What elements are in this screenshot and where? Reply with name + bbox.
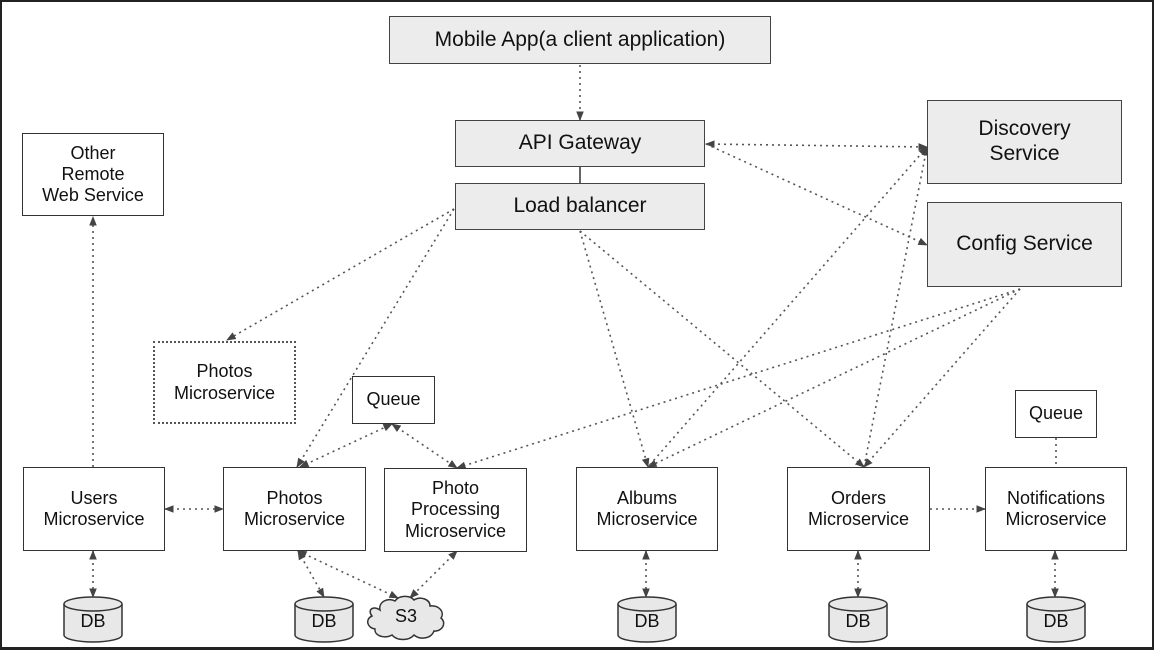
api-gateway-node: API Gateway (455, 120, 705, 167)
edge-lb-albums (579, 230, 650, 468)
load-balancer-node: Load balancer (455, 183, 705, 230)
albums-microservice-node: Albums Microservice (576, 467, 718, 551)
photos-db-label: DB (311, 611, 337, 631)
edge-photos-db (297, 550, 325, 598)
photos-microservice-planned-node: Photos Microservice (153, 341, 296, 424)
edge-processing-s3 (409, 550, 458, 599)
discovery-service-node: Discovery Service (927, 100, 1122, 184)
edge-photos-s3 (297, 550, 399, 599)
queue-node: Queue (352, 376, 435, 424)
orders-db-label: DB (845, 611, 871, 631)
edge-gateway-config (705, 143, 928, 246)
orders-db-cylinder: DB (828, 595, 888, 643)
edge-lb-photos-dotted (226, 208, 455, 341)
edge-queue-processing (391, 423, 458, 469)
edge-config-processing (456, 288, 1021, 470)
config-service-node: Config Service (927, 202, 1122, 287)
edge-config-orders (863, 288, 1021, 468)
users-db-cylinder: DB (63, 595, 123, 643)
albums-db-label: DB (634, 611, 660, 631)
s3-cloud: S3 (364, 594, 448, 642)
photo-processing-microservice-node: Photo Processing Microservice (384, 468, 527, 552)
queue-notifications-node: Queue (1015, 390, 1097, 438)
edge-photos-queue (299, 423, 393, 468)
notifications-db-label: DB (1043, 611, 1069, 631)
other-remote-web-service-node: Other Remote Web Service (22, 133, 164, 216)
notifications-db-cylinder: DB (1026, 595, 1086, 643)
edge-config-albums (647, 288, 1021, 468)
s3-label: S3 (394, 606, 418, 626)
users-db-label: DB (80, 611, 106, 631)
mobile-app-node: Mobile App(a client application) (389, 16, 771, 64)
photos-db-cylinder: DB (294, 595, 354, 643)
edge-lb-photos (296, 208, 455, 468)
edge-discovery-orders (863, 146, 930, 468)
edge-gateway-discovery (705, 140, 928, 151)
edge-lb-orders (579, 230, 865, 468)
orders-microservice-node: Orders Microservice (787, 467, 930, 551)
photos-microservice-node: Photos Microservice (223, 467, 366, 551)
notifications-microservice-node: Notifications Microservice (985, 467, 1127, 551)
albums-db-cylinder: DB (617, 595, 677, 643)
users-microservice-node: Users Microservice (23, 467, 165, 551)
